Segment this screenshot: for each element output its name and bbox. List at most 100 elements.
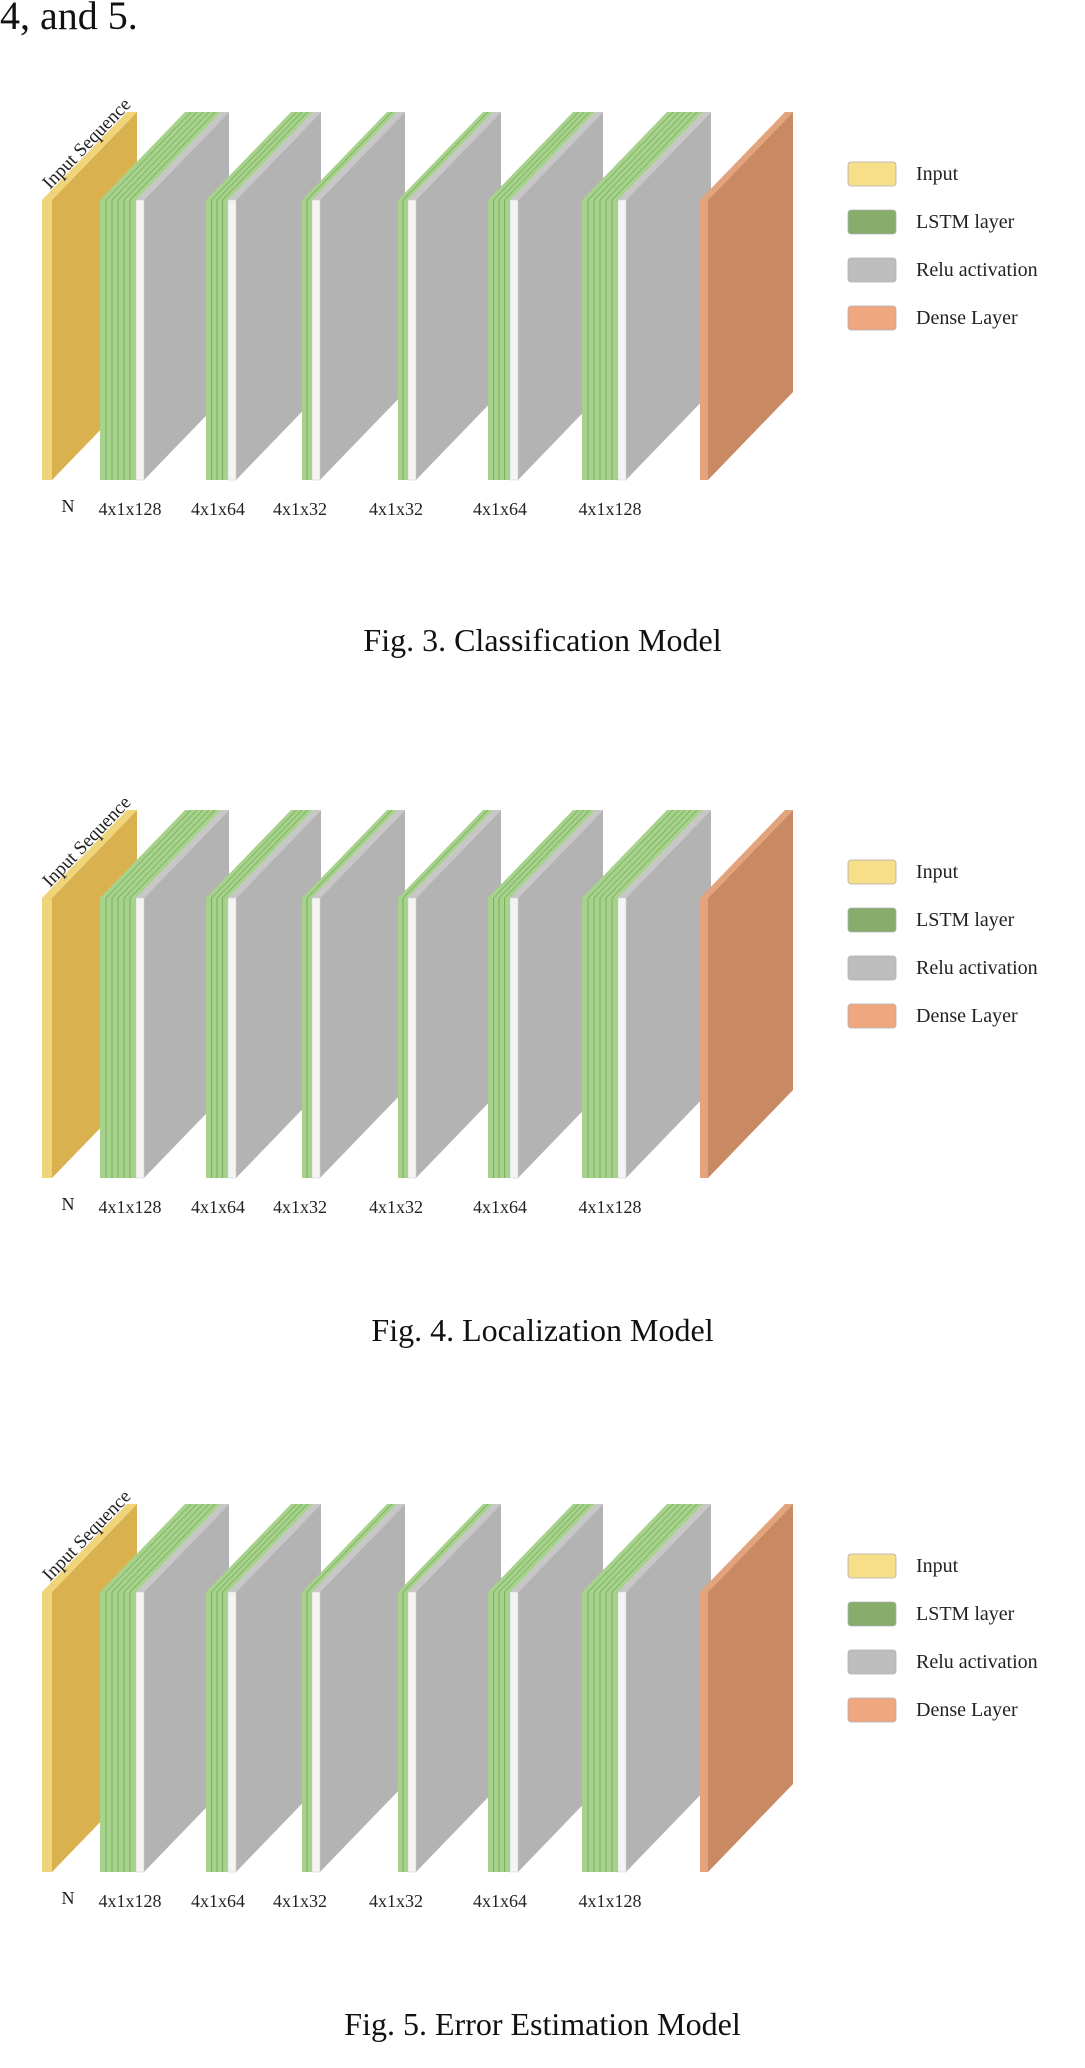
- relu-slab-top: [136, 1504, 229, 1592]
- figure-caption: Fig. 4. Localization Model: [371, 1312, 714, 1348]
- relu-slab: [626, 112, 711, 480]
- input-slab-front: [42, 1592, 52, 1872]
- n-label: N: [62, 496, 75, 516]
- relu-swatch: [847, 257, 897, 283]
- lstm-stripe-top: [493, 111, 579, 201]
- lstm-stripe-top: [111, 111, 198, 201]
- relu-slab-top: [618, 810, 711, 898]
- relu-slab: [236, 112, 321, 480]
- layer-dimension-label: 4x1x32: [369, 499, 423, 519]
- n-label: N: [62, 1194, 75, 1214]
- relu-slab-top: [312, 112, 405, 200]
- relu-slab: [626, 810, 711, 1178]
- layer-block: 4x1x32: [369, 809, 501, 1217]
- lstm-stripe-top: [222, 809, 308, 899]
- lstm-stripe-top: [216, 809, 303, 899]
- relu-slab-top: [408, 112, 501, 200]
- n-label: N: [62, 1888, 75, 1908]
- dense-slab-top: [700, 112, 793, 200]
- legend-label: Dense Layer: [916, 1699, 1018, 1721]
- lstm-stripe-top: [611, 809, 698, 899]
- input-swatch: [847, 1553, 897, 1579]
- lstm-stripe-top: [211, 1503, 297, 1593]
- layer-dimension-label: 4x1x128: [99, 499, 162, 519]
- relu-slab-front: [617, 1591, 627, 1873]
- legend-label: Input: [916, 163, 959, 185]
- dense-slab-front: [700, 200, 708, 480]
- dense-swatch: [847, 1697, 897, 1723]
- relu-slab-front: [407, 199, 417, 481]
- relu-slab-top: [510, 810, 603, 898]
- relu-slab-front: [227, 897, 237, 1179]
- dense-slab-front: [700, 898, 708, 1178]
- layer-block: 4x1x32: [273, 111, 405, 519]
- relu-slab: [626, 1504, 711, 1872]
- relu-slab: [416, 810, 501, 1178]
- lstm-stripe-top: [605, 809, 692, 899]
- lstm-stripe-top: [593, 111, 680, 201]
- relu-slab-front: [509, 897, 519, 1179]
- relu-slab-front: [135, 199, 145, 481]
- relu-slab-front: [227, 199, 237, 481]
- relu-slab: [236, 1504, 321, 1872]
- relu-slab-front: [509, 1591, 519, 1873]
- layer-block: 4x1x128: [579, 809, 711, 1217]
- dense-slab-top: [700, 810, 793, 898]
- lstm-stripe-top: [402, 111, 489, 201]
- legend-label: LSTM layer: [916, 1603, 1015, 1625]
- lstm-stripe-top: [599, 809, 686, 899]
- lstm-stripe-top: [306, 809, 393, 899]
- relu-slab-top: [618, 112, 711, 200]
- lstm-stripe-top: [587, 1503, 674, 1593]
- relu-slab: [518, 810, 603, 1178]
- dense-slab-top: [700, 1504, 793, 1592]
- layer-dimension-label: 4x1x128: [579, 1891, 642, 1911]
- lstm-stripe-top: [222, 1503, 308, 1593]
- lstm-swatch: [847, 209, 897, 235]
- input-swatch: [847, 859, 897, 885]
- layer-dimension-label: 4x1x32: [273, 1891, 327, 1911]
- legend-label: Input: [916, 1555, 959, 1577]
- lstm-stripe-top: [216, 1503, 303, 1593]
- relu-slab: [416, 112, 501, 480]
- layer-dimension-label: 4x1x32: [369, 1197, 423, 1217]
- lstm-stripe-top: [105, 111, 192, 201]
- lstm-stripe-top: [117, 809, 204, 899]
- lstm-stripe-top: [216, 111, 303, 201]
- lstm-stripe-top: [593, 809, 680, 899]
- lstm-stripe-top: [493, 809, 579, 899]
- lstm-stripe-top: [605, 111, 692, 201]
- layer-block: 4x1x64: [191, 1503, 321, 1911]
- lstm-stripe-top: [129, 809, 216, 899]
- lstm-stripe-top: [402, 809, 489, 899]
- layer-block: 4x1x64: [191, 809, 321, 1217]
- layer-dimension-label: 4x1x128: [99, 1197, 162, 1217]
- layer-block: 4x1x32: [369, 1503, 501, 1911]
- relu-slab-front: [227, 1591, 237, 1873]
- layer-dimension-label: 4x1x128: [579, 1197, 642, 1217]
- lstm-stripe-top: [306, 1503, 393, 1593]
- lstm-stripe-top: [402, 1503, 489, 1593]
- lstm-swatch: [847, 1601, 897, 1627]
- relu-slab-front: [407, 1591, 417, 1873]
- layer-dimension-label: 4x1x64: [191, 1891, 245, 1911]
- relu-slab-front: [135, 1591, 145, 1873]
- layer-block: 4x1x32: [273, 809, 405, 1217]
- layer-dimension-label: 4x1x64: [191, 499, 245, 519]
- lstm-stripe-top: [117, 111, 204, 201]
- lstm-stripe-top: [605, 1503, 692, 1593]
- lstm-stripe-top: [129, 1503, 216, 1593]
- relu-slab-front: [617, 897, 627, 1179]
- lstm-stripe-top: [611, 111, 698, 201]
- dense-swatch: [847, 1003, 897, 1029]
- dense-slab-front: [700, 1592, 708, 1872]
- relu-slab-top: [228, 112, 321, 200]
